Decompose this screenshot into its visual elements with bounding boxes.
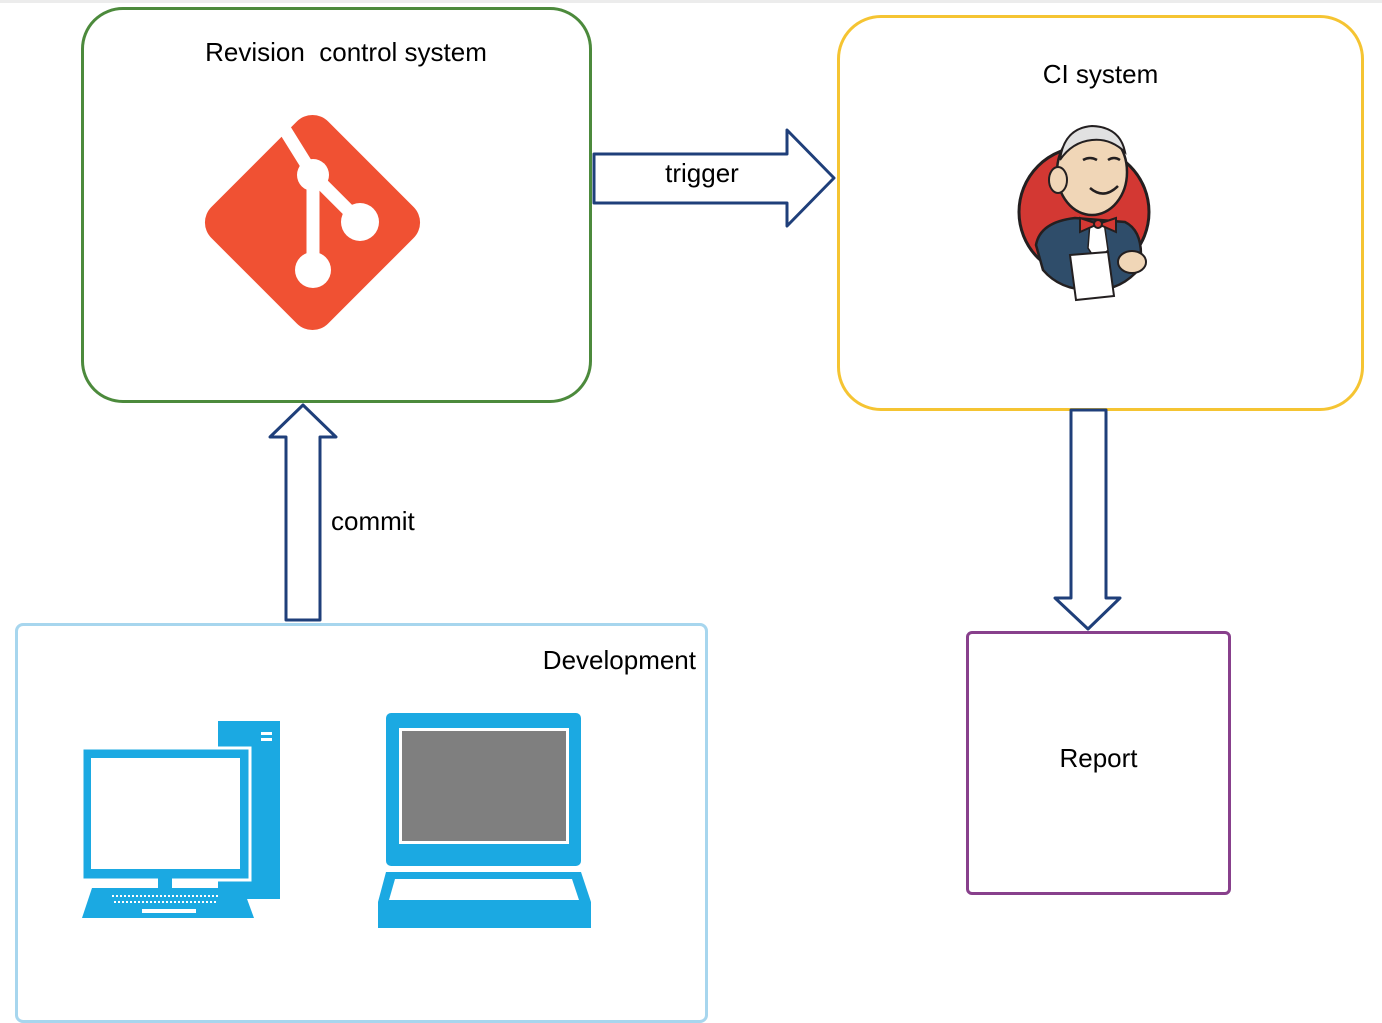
development-title: Development (542, 645, 696, 675)
desktop-computer-icon (80, 721, 280, 918)
revision-control-box (81, 7, 592, 403)
report-box (966, 631, 1231, 895)
trigger-label: trigger (665, 158, 739, 188)
commit-arrow (268, 403, 338, 622)
top-border-line (0, 0, 1382, 3)
report-title: Report (1059, 743, 1138, 773)
report-arrow (1053, 408, 1122, 631)
git-logo-icon (204, 114, 421, 331)
ci-system-title: CI system (1042, 59, 1159, 89)
jenkins-logo-icon (1017, 124, 1151, 302)
commit-label: commit (331, 506, 415, 536)
revision-control-title: Revision control system (205, 37, 487, 67)
trigger-arrow (592, 128, 836, 228)
laptop-icon (378, 713, 591, 928)
